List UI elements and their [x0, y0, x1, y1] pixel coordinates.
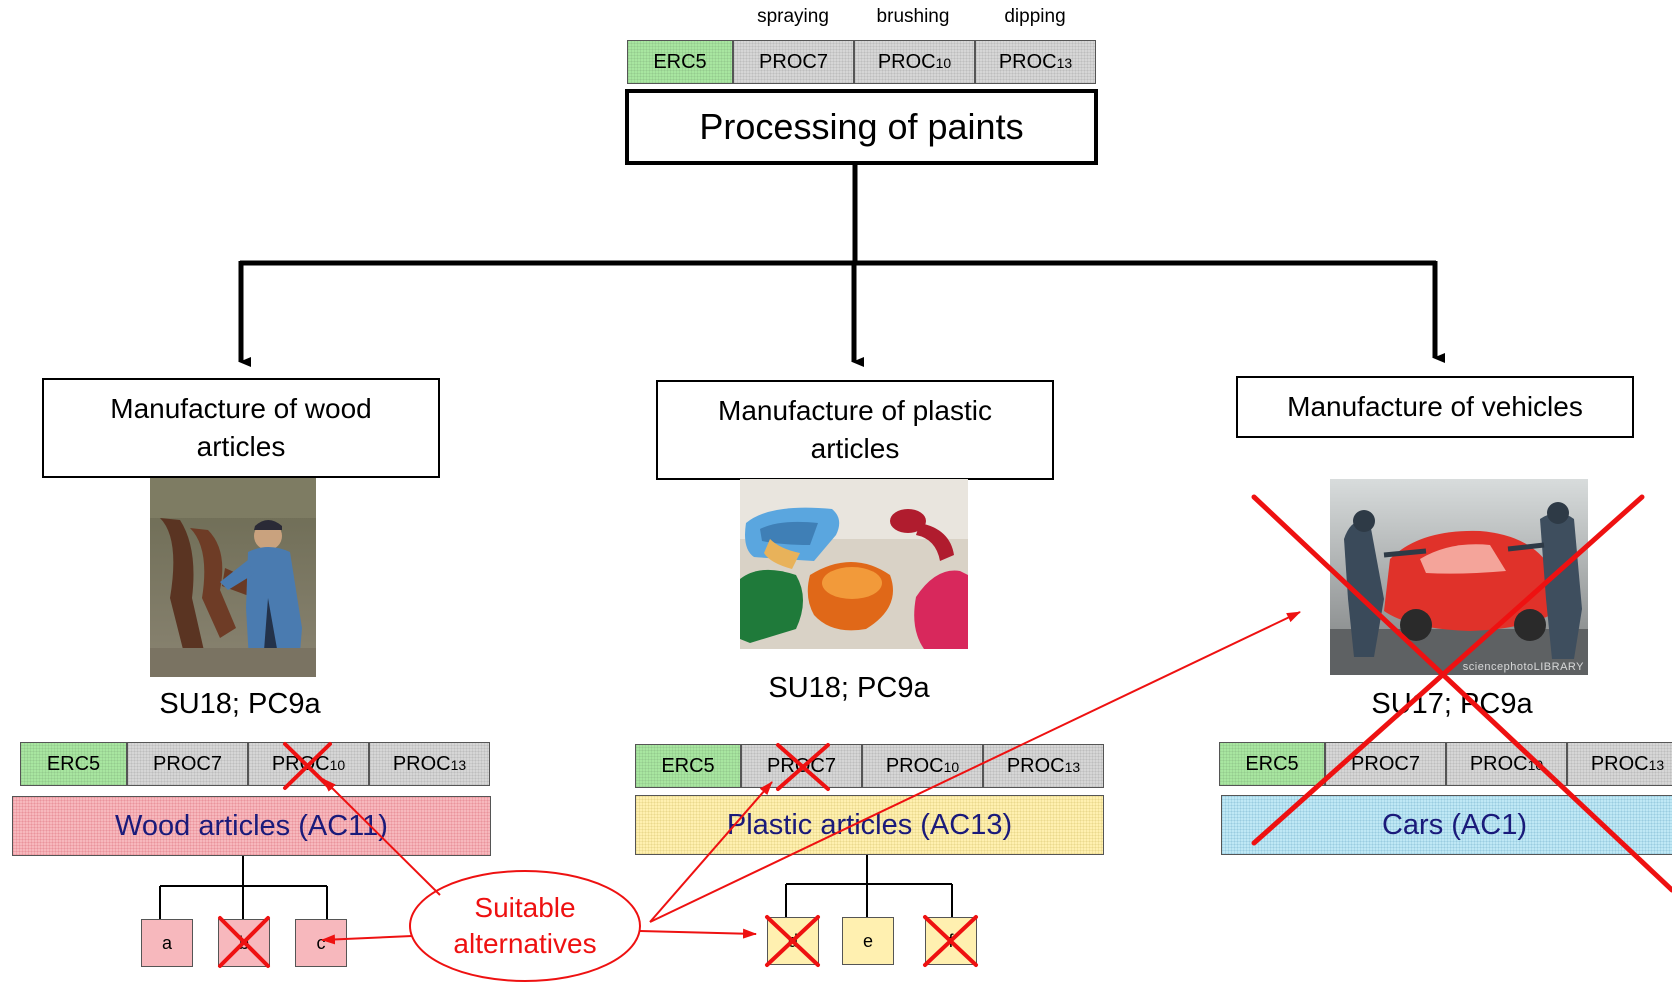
- suitable-alternatives-text: Suitable alternatives: [453, 892, 597, 959]
- wood-proc10-sub: 10: [329, 757, 346, 773]
- vehicles-title: Manufacture of vehicles: [1287, 391, 1583, 422]
- wood-erc5-cell: ERC5: [20, 742, 127, 786]
- sub-tree-connectors: [159, 855, 953, 919]
- plastic-sub-e-label: e: [862, 930, 873, 951]
- processing-of-paints-title: Processing of paints: [699, 106, 1024, 147]
- wood-proc7-cell: PROC7: [127, 742, 248, 786]
- vehicles-title-box: Manufacture of vehicles: [1236, 376, 1634, 438]
- wood-erc5-text: ERC5: [46, 752, 101, 775]
- photo-watermark: sciencephotoLIBRARY: [1462, 661, 1584, 673]
- plastic-articles-box: Plastic articles (AC13): [635, 795, 1104, 855]
- vehicles-proc7-text: PROC7: [1351, 752, 1420, 775]
- label-spraying: spraying: [757, 6, 829, 27]
- cross-vehicles-branch: [1251, 494, 1672, 893]
- car-painting-photo: sciencephotoLIBRARY: [1330, 479, 1588, 675]
- wood-sub-c: c: [295, 919, 347, 967]
- wood-sub-c-label: c: [316, 932, 326, 953]
- label-brushing: brushing: [876, 6, 950, 27]
- plastic-proc10-text: PROC: [885, 754, 944, 777]
- vehicles-proc13-sub: 13: [1648, 757, 1665, 773]
- top-proc7-cell: PROC7: [733, 40, 854, 84]
- alternative-arrows: [321, 611, 1301, 945]
- cross-wood-sub-b: [218, 916, 270, 968]
- arrow-to-wood-proc10: [322, 778, 441, 896]
- cross-plastic-sub-d: [765, 915, 820, 967]
- plastic-su-code: SU18; PC9a: [768, 672, 930, 704]
- plastic-sub-e: e: [842, 917, 894, 965]
- vehicles-proc13-text: PROC: [1590, 752, 1649, 775]
- suitable-alternatives-label: Suitable alternatives: [430, 890, 620, 962]
- arrow-to-sub-d: [639, 928, 757, 939]
- wood-proc7-text: PROC7: [153, 752, 222, 775]
- cross-wood-proc10: [283, 742, 332, 790]
- suitable-alternatives-ellipse: [409, 870, 641, 982]
- arrow-to-plastic-proc7: [649, 781, 773, 923]
- wood-proc13-text: PROC: [392, 752, 451, 775]
- vehicles-erc5-text: ERC5: [1245, 752, 1299, 775]
- wood-proc13-sub: 13: [450, 757, 467, 773]
- wood-articles-label: Wood articles (AC11): [115, 809, 388, 842]
- top-erc5-text: ERC5: [653, 50, 707, 73]
- plastic-erc5-cell: ERC5: [635, 744, 741, 788]
- wood-su-code: SU18; PC9a: [159, 688, 321, 720]
- plastic-erc5-text: ERC5: [661, 754, 715, 777]
- top-proc13-sub: 13: [1056, 55, 1073, 71]
- rejection-crosses: [218, 494, 1672, 968]
- wood-sub-a: a: [141, 919, 193, 967]
- plastic-articles-label: Plastic articles (AC13): [726, 808, 1013, 841]
- top-proc10-text: PROC: [877, 50, 936, 73]
- top-erc5-cell: ERC5: [627, 40, 733, 84]
- cross-plastic-proc7: [776, 743, 830, 791]
- plastic-proc13-sub: 13: [1064, 759, 1081, 775]
- wood-title-box: Manufacture of wood articles: [42, 378, 440, 478]
- cars-label: Cars (AC1): [1381, 808, 1527, 841]
- plastic-proc10-sub: 10: [943, 759, 960, 775]
- label-dipping: dipping: [1004, 6, 1066, 27]
- tree-connectors: [238, 165, 1445, 367]
- wood-title: Manufacture of wood articles: [110, 393, 372, 462]
- plastic-title-box: Manufacture of plastic articles: [656, 380, 1054, 480]
- wood-articles-box: Wood articles (AC11): [12, 796, 491, 856]
- cross-plastic-sub-f: [923, 915, 978, 967]
- vehicles-erc5-cell: ERC5: [1219, 742, 1325, 786]
- wood-sub-a-label: a: [161, 932, 172, 953]
- wood-worker-photo: [150, 478, 316, 677]
- processing-of-paints-box: Processing of paints: [625, 89, 1098, 165]
- top-proc7-text: PROC7: [759, 50, 828, 73]
- plastic-title: Manufacture of plastic articles: [718, 395, 992, 464]
- plastic-proc13-text: PROC: [1006, 754, 1065, 777]
- vehicles-proc10-text: PROC: [1469, 752, 1528, 775]
- top-proc10-sub: 10: [935, 55, 952, 71]
- plastic-furniture-photo: [740, 479, 968, 649]
- top-proc13-text: PROC: [998, 50, 1057, 73]
- arrow-to-car-photo: [649, 611, 1301, 923]
- arrow-to-sub-c: [321, 934, 413, 945]
